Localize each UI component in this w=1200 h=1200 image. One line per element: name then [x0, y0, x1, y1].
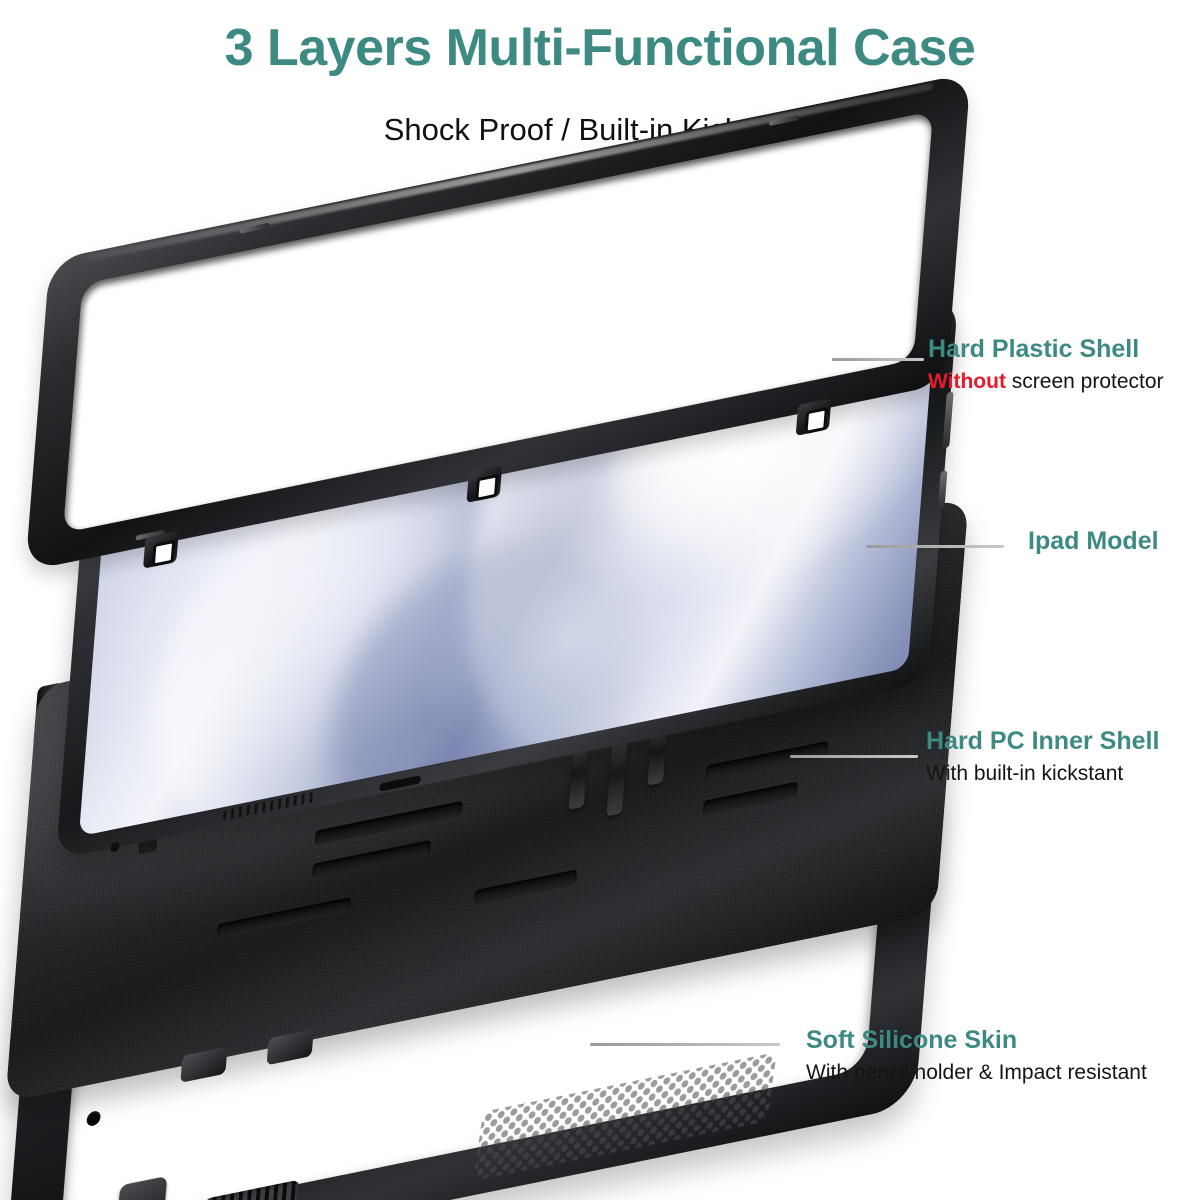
callout-hard-plastic-shell: Hard Plastic Shell Without screen protec… [928, 335, 1164, 394]
leader-line-hard-plastic-shell [832, 358, 924, 361]
callout-ipad-model: Ipad Model [1028, 527, 1159, 556]
leader-line-hard-pc-inner-shell [790, 755, 918, 758]
callout-hard-pc-inner-shell: Hard PC Inner Shell With built-in kickst… [926, 727, 1159, 786]
shell-vent-slot [312, 840, 431, 879]
callout-sub-hard-pc-inner-shell: With built-in kickstant [926, 761, 1124, 785]
page-title: 3 Layers Multi-Functional Case [224, 19, 976, 77]
shell-vent-slot [702, 781, 798, 816]
callout-sub-soft-silicone-skin: With pencil holder & Impact resistant [806, 1060, 1147, 1084]
callout-title-hard-plastic-shell: Hard Plastic Shell [928, 335, 1140, 363]
shell-vent-slot [705, 740, 829, 781]
callout-title-soft-silicone-skin: Soft Silicone Skin [806, 1026, 1018, 1054]
shell-vent-slot [314, 800, 463, 846]
leader-line-soft-silicone-skin [590, 1043, 780, 1046]
shell-vent-slot [473, 869, 577, 905]
callout-title-hard-pc-inner-shell: Hard PC Inner Shell [926, 727, 1160, 755]
callout-sub-hard-plastic-shell: Without screen protector [928, 370, 1164, 394]
callout-title-ipad-model: Ipad Model [1028, 527, 1159, 555]
callout-soft-silicone-skin: Soft Silicone Skin With pencil holder & … [806, 1026, 1147, 1085]
shell-vent-slot [216, 897, 352, 939]
frame-notch [239, 222, 270, 234]
leader-line-ipad-model [866, 545, 1004, 548]
callout-highlight-without: Without [928, 369, 1006, 393]
frame-notch [768, 114, 799, 127]
callout-sub-rest-hard-plastic-shell: screen protector [1005, 369, 1164, 393]
